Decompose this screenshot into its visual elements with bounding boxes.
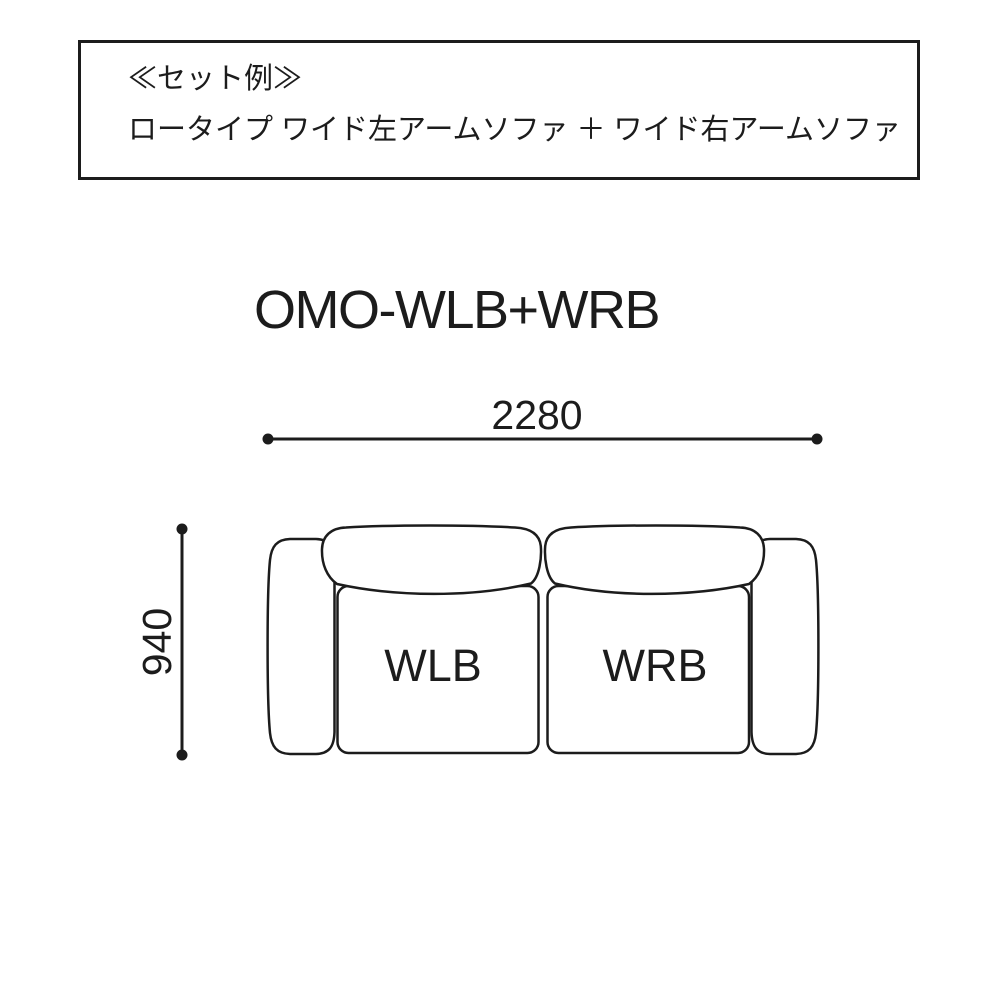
sofa-top-view: WLB WRB: [266, 524, 820, 756]
set-example-heading: ≪セット例≫: [128, 63, 303, 95]
set-example-description: ロータイプ ワイド左アームソファ ＋ ワイド右アームソファ: [128, 114, 901, 146]
width-dimension: 2280: [262, 392, 823, 445]
set-example-box: ≪セット例≫ ロータイプ ワイド左アームソファ ＋ ワイド右アームソファ: [78, 40, 920, 180]
left-unit-label: WLB: [384, 640, 482, 691]
depth-dimension-top-endpoint: [176, 523, 188, 535]
right-back-cushion-outline: [543, 524, 766, 596]
depth-dimension: 940: [134, 523, 188, 761]
right-unit-label: WRB: [603, 640, 708, 691]
width-dimension-left-endpoint: [262, 433, 274, 445]
depth-dimension-bottom-endpoint: [176, 749, 188, 761]
width-dimension-value: 2280: [491, 392, 582, 438]
depth-dimension-value: 940: [134, 608, 180, 676]
width-dimension-right-endpoint: [811, 433, 823, 445]
left-armrest-outline: [266, 537, 336, 756]
left-back-cushion-outline: [320, 524, 543, 596]
model-code-title: OMO-WLB+WRB: [254, 280, 661, 340]
right-armrest-outline: [750, 537, 820, 756]
